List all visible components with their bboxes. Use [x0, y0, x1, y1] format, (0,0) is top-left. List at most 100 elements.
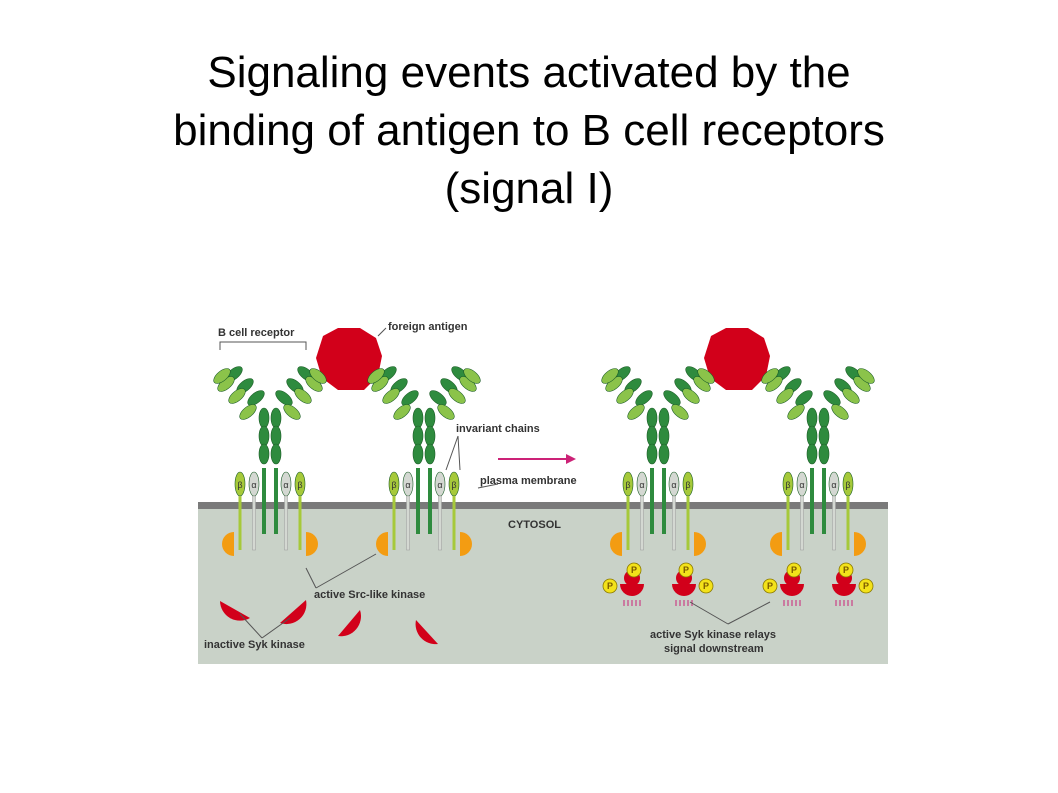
beta-label: β: [845, 480, 850, 490]
beta-label: β: [785, 480, 790, 490]
foreign-antigen-label: foreign antigen: [388, 321, 468, 333]
active-src-kinase-label: active Src-like kinase: [314, 589, 425, 601]
phosphate-group: [762, 578, 778, 594]
invariant-chains-label: invariant chains: [456, 423, 540, 435]
beta-chain-tail: [238, 496, 242, 550]
light-chain-domain: [239, 404, 257, 420]
light-chain-domain: [437, 404, 455, 420]
title-line-2: binding of antigen to B cell receptors: [173, 106, 885, 155]
src-like-kinase: [460, 532, 472, 556]
light-chain-domain: [228, 388, 246, 404]
src-like-kinase: [610, 532, 622, 556]
alpha-chain-tail: [252, 495, 256, 551]
light-chain-domain: [294, 388, 312, 404]
heavy-chain-domain: [658, 443, 670, 465]
light-chain-domain: [463, 368, 481, 384]
alpha-chain-tail: [284, 495, 288, 551]
light-chain-domain: [448, 388, 466, 404]
inactive-syk-kinase: [220, 601, 250, 621]
light-chain-domain: [213, 368, 231, 384]
alpha-label: α: [639, 480, 644, 490]
heavy-chain-tail: [416, 468, 420, 534]
src-like-kinase: [376, 532, 388, 556]
active-syk-label-line-1: active Syk kinase relays: [650, 629, 776, 641]
heavy-chain-domain: [258, 443, 270, 465]
title-line-3: (signal I): [444, 164, 614, 213]
phosphate-label: P: [767, 581, 773, 591]
light-chain-domain: [616, 388, 634, 404]
heavy-chain-domain: [270, 407, 282, 429]
beta-label: β: [625, 480, 630, 490]
heavy-chain-tail: [810, 468, 814, 534]
alpha-label: α: [405, 480, 410, 490]
inactive-syk-kinases: [220, 600, 438, 645]
active-syk-kinase: [780, 584, 804, 596]
phosphate-group: [858, 578, 874, 594]
light-chain-domain: [761, 368, 779, 384]
phosphate-label: P: [791, 565, 797, 575]
phosphate-group: [838, 562, 854, 578]
beta-chain-tail: [786, 496, 790, 550]
inactive-syk-kinase: [415, 620, 438, 645]
heavy-chain-domain: [429, 390, 447, 406]
heavy-chain-domain: [258, 425, 270, 447]
alpha-label: α: [831, 480, 836, 490]
active-syk-kinase: [620, 584, 644, 596]
plasma-membrane-label: plasma membrane: [480, 475, 577, 487]
light-chain-domain: [309, 368, 327, 384]
membrane-leader: [477, 483, 499, 489]
phosphate-label: P: [703, 581, 709, 591]
alpha-label: α: [799, 480, 804, 490]
extracellular-space: [198, 318, 888, 504]
foreign-antigen-right: [704, 328, 770, 390]
heavy-chain-domain: [818, 407, 830, 429]
src-like-kinase: [854, 532, 866, 556]
beta-label: β: [391, 480, 396, 490]
heavy-chain-domain: [424, 443, 436, 465]
heavy-chain-domain: [270, 425, 282, 447]
beta-chain-tail: [686, 496, 690, 550]
beta-chain-tail: [298, 496, 302, 550]
heavy-chain-domain: [258, 407, 270, 429]
src-like-kinase: [222, 532, 234, 556]
invariant-leader: [445, 435, 461, 471]
beta-label: β: [451, 480, 456, 490]
heavy-chain-domain: [818, 443, 830, 465]
heavy-chain-domain: [806, 407, 818, 429]
transition-arrow: [498, 454, 576, 464]
b-cell-receptor-label: B cell receptor: [218, 327, 295, 339]
heavy-chain-domain: [646, 443, 658, 465]
phosphate-group: [678, 562, 694, 578]
heavy-chain-tail: [428, 468, 432, 534]
alpha-chain-tail: [640, 495, 644, 551]
heavy-chain-domain: [646, 425, 658, 447]
light-chain-domain: [787, 404, 805, 420]
antigen-leader: [377, 327, 387, 337]
light-chain-domain: [671, 404, 689, 420]
beta-chain-tail: [626, 496, 630, 550]
beta-chain-tail: [452, 496, 456, 550]
cytosol-label: CYTOSOL: [508, 519, 561, 531]
heavy-chain-domain: [424, 407, 436, 429]
light-chain-domain: [776, 388, 794, 404]
light-chain-domain: [831, 404, 849, 420]
light-chain-domain: [842, 388, 860, 404]
heavy-chain-domain: [806, 425, 818, 447]
slide-title: Signaling events activated by the bindin…: [0, 44, 1058, 218]
phosphate-group: [626, 562, 642, 578]
heavy-chain-domain: [412, 443, 424, 465]
plasma-membrane: [198, 502, 888, 509]
heavy-chain-domain: [247, 390, 265, 406]
light-chain-domain: [857, 368, 875, 384]
heavy-chain-domain: [401, 390, 419, 406]
beta-chain-tail: [392, 496, 396, 550]
phosphate-label: P: [863, 581, 869, 591]
phosphate-group: [786, 562, 802, 578]
light-chain-domain: [367, 368, 385, 384]
heavy-chain-tail: [262, 468, 266, 534]
heavy-chain-domain: [275, 390, 293, 406]
